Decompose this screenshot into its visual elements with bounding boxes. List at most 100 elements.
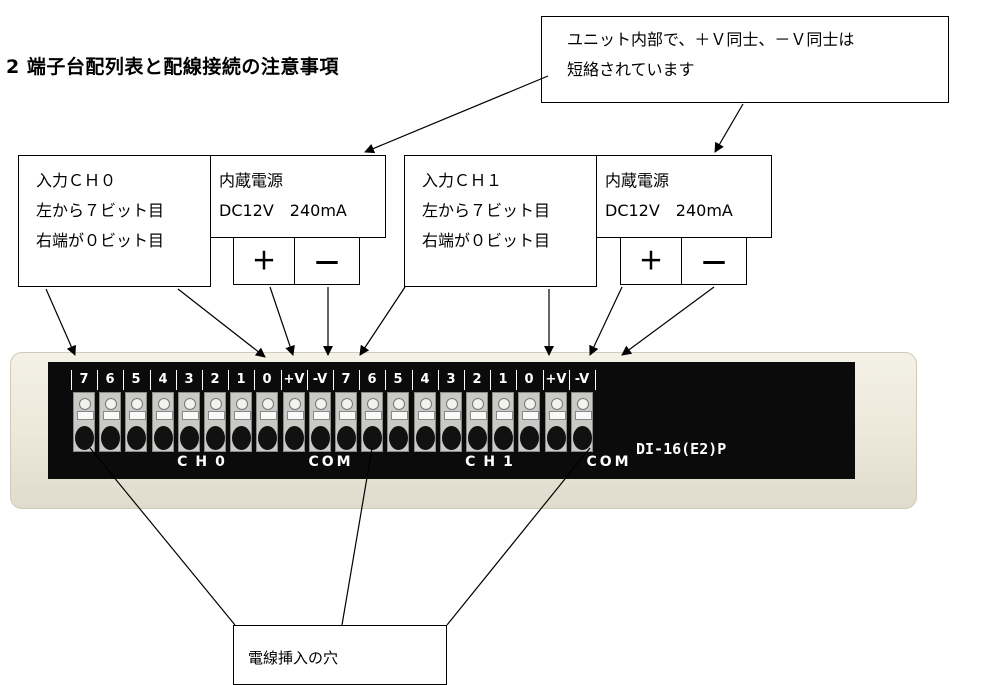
power1-title: 内蔵電源 <box>605 171 670 190</box>
ch1-title: 入力ＣＨ１ <box>422 171 503 190</box>
wire-hole <box>416 426 435 450</box>
group-label-com-b: COM <box>586 454 632 470</box>
terminal-label: 6 <box>105 372 115 387</box>
wire-hole <box>154 426 173 450</box>
release-slot <box>287 411 304 420</box>
ch1-bit0: 右端が０ビット目 <box>422 231 551 250</box>
release-button <box>472 398 484 410</box>
release-slot <box>260 411 277 420</box>
terminal-label: 2 <box>210 372 220 387</box>
terminal-label: +V <box>283 372 305 387</box>
label-separator <box>516 370 517 390</box>
label-separator <box>176 370 177 390</box>
terminal-label: 1 <box>236 372 246 387</box>
power-supply-box-ch1: 内蔵電源 DC12V 240mA <box>596 155 772 238</box>
terminal-label: 3 <box>446 372 456 387</box>
wire-hole <box>389 426 408 450</box>
ch1-input-box: 入力ＣＨ１ 左から７ビット目 右端が０ビット目 <box>404 155 597 287</box>
group-label-com-a: COM <box>308 454 354 470</box>
wire-hole <box>337 426 356 450</box>
release-button <box>341 398 353 410</box>
release-button <box>524 398 536 410</box>
power-supply-box-ch0: 内蔵電源 DC12V 240mA <box>210 155 386 238</box>
label-separator <box>71 370 72 390</box>
release-button <box>393 398 405 410</box>
release-slot <box>549 411 566 420</box>
release-button <box>158 398 170 410</box>
release-button <box>498 398 510 410</box>
label-separator <box>254 370 255 390</box>
group-label-ch1: CH1 <box>465 454 521 470</box>
wire-hole <box>468 426 487 450</box>
minus-terminal-box-ch1: — <box>681 237 747 285</box>
release-slot <box>77 411 94 420</box>
power1-spec: DC12V 240mA <box>605 201 733 220</box>
wire-hole <box>75 426 94 450</box>
release-button <box>131 398 143 410</box>
terminal-slot <box>440 392 462 452</box>
terminal-slot <box>99 392 121 452</box>
terminal-slot <box>256 392 278 452</box>
terminal-slot <box>283 392 305 452</box>
label-separator <box>150 370 151 390</box>
terminal-slot <box>492 392 514 452</box>
ch1-bit7: 左から７ビット目 <box>422 201 551 220</box>
release-button <box>577 398 589 410</box>
release-button <box>184 398 196 410</box>
wire-hole <box>206 426 225 450</box>
minus-terminal-box-ch0: — <box>294 237 360 285</box>
terminal-slot <box>230 392 252 452</box>
release-slot <box>470 411 487 420</box>
label-separator <box>543 370 544 390</box>
terminal-slot <box>309 392 331 452</box>
note-line-1: ユニット内部で、＋Ｖ同士、－Ｖ同士は <box>567 30 855 49</box>
terminal-label: 0 <box>262 372 272 387</box>
release-slot <box>496 411 513 420</box>
release-button <box>289 398 301 410</box>
arrow-note-to-power1 <box>714 103 744 153</box>
label-separator <box>281 370 282 390</box>
release-slot <box>418 411 435 420</box>
arrow-ch0-bit0 <box>177 288 266 358</box>
terminal-label: 6 <box>367 372 377 387</box>
terminal-label: -V <box>312 372 328 387</box>
power0-title: 内蔵電源 <box>219 171 284 190</box>
terminal-label: 1 <box>498 372 508 387</box>
arrow-ch1-minus <box>621 286 715 356</box>
wire-hole <box>442 426 461 450</box>
power0-spec: DC12V 240mA <box>219 201 347 220</box>
release-button <box>105 398 117 410</box>
terminal-label: 4 <box>420 372 430 387</box>
line-hole-middle <box>341 447 373 626</box>
terminal-slot <box>335 392 357 452</box>
terminal-label: 4 <box>158 372 168 387</box>
wire-hole <box>101 426 120 450</box>
label-separator <box>385 370 386 390</box>
wire-hole <box>547 426 566 450</box>
wire-hole <box>258 426 277 450</box>
label-separator <box>412 370 413 390</box>
wire-hole-label: 電線挿入の穴 <box>248 649 339 667</box>
wire-hole <box>285 426 304 450</box>
terminal-slot <box>571 392 593 452</box>
terminal-label: 5 <box>131 372 141 387</box>
group-label-ch0: CH0 <box>177 454 233 470</box>
arrow-note-to-power0 <box>364 75 549 154</box>
release-slot <box>156 411 173 420</box>
label-separator <box>307 370 308 390</box>
release-button <box>262 398 274 410</box>
label-separator <box>202 370 203 390</box>
release-button <box>315 398 327 410</box>
label-separator <box>569 370 570 390</box>
terminal-slot <box>204 392 226 452</box>
label-separator <box>438 370 439 390</box>
release-slot <box>208 411 225 420</box>
release-slot <box>103 411 120 420</box>
label-separator <box>490 370 491 390</box>
release-button <box>79 398 91 410</box>
wire-hole <box>311 426 330 450</box>
release-slot <box>182 411 199 420</box>
wire-hole <box>363 426 382 450</box>
release-button <box>210 398 222 410</box>
